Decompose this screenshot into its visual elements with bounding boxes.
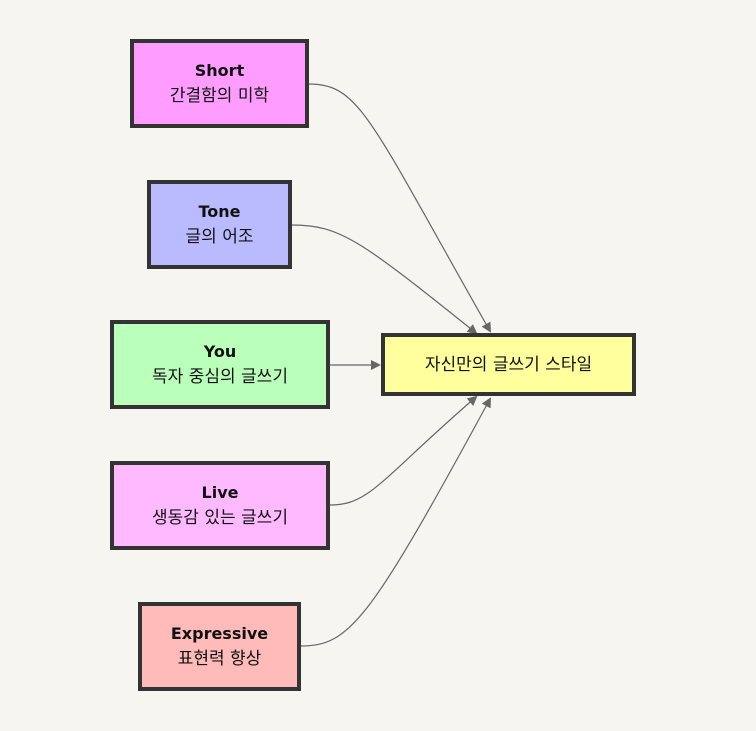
- node-live[interactable]: Live 생동감 있는 글쓰기: [110, 461, 330, 550]
- node-expressive[interactable]: Expressive 표현력 향상: [138, 602, 301, 691]
- node-you[interactable]: You 독자 중심의 글쓰기: [110, 320, 330, 409]
- node-you-subtitle: 독자 중심의 글쓰기: [152, 366, 288, 387]
- node-expressive-subtitle: 표현력 향상: [177, 648, 262, 669]
- node-short-title: Short: [194, 60, 245, 80]
- node-short[interactable]: Short 간결함의 미학: [130, 39, 309, 128]
- edge-live-to-center: [329, 395, 478, 506]
- edge-tone-to-center: [291, 224, 478, 335]
- node-expressive-title: Expressive: [170, 623, 269, 643]
- edge-expressive-to-center: [300, 397, 491, 647]
- node-tone-subtitle: 글의 어조: [185, 226, 254, 247]
- node-center-label: 자신만의 글쓰기 스타일: [424, 354, 593, 375]
- edge-short-to-center: [308, 83, 491, 333]
- node-live-subtitle: 생동감 있는 글쓰기: [152, 507, 288, 528]
- node-center[interactable]: 자신만의 글쓰기 스타일: [381, 333, 636, 396]
- node-tone-title: Tone: [198, 201, 241, 221]
- node-you-title: You: [203, 341, 237, 361]
- node-short-subtitle: 간결함의 미학: [169, 85, 270, 106]
- node-tone[interactable]: Tone 글의 어조: [147, 180, 292, 269]
- node-live-title: Live: [201, 482, 239, 502]
